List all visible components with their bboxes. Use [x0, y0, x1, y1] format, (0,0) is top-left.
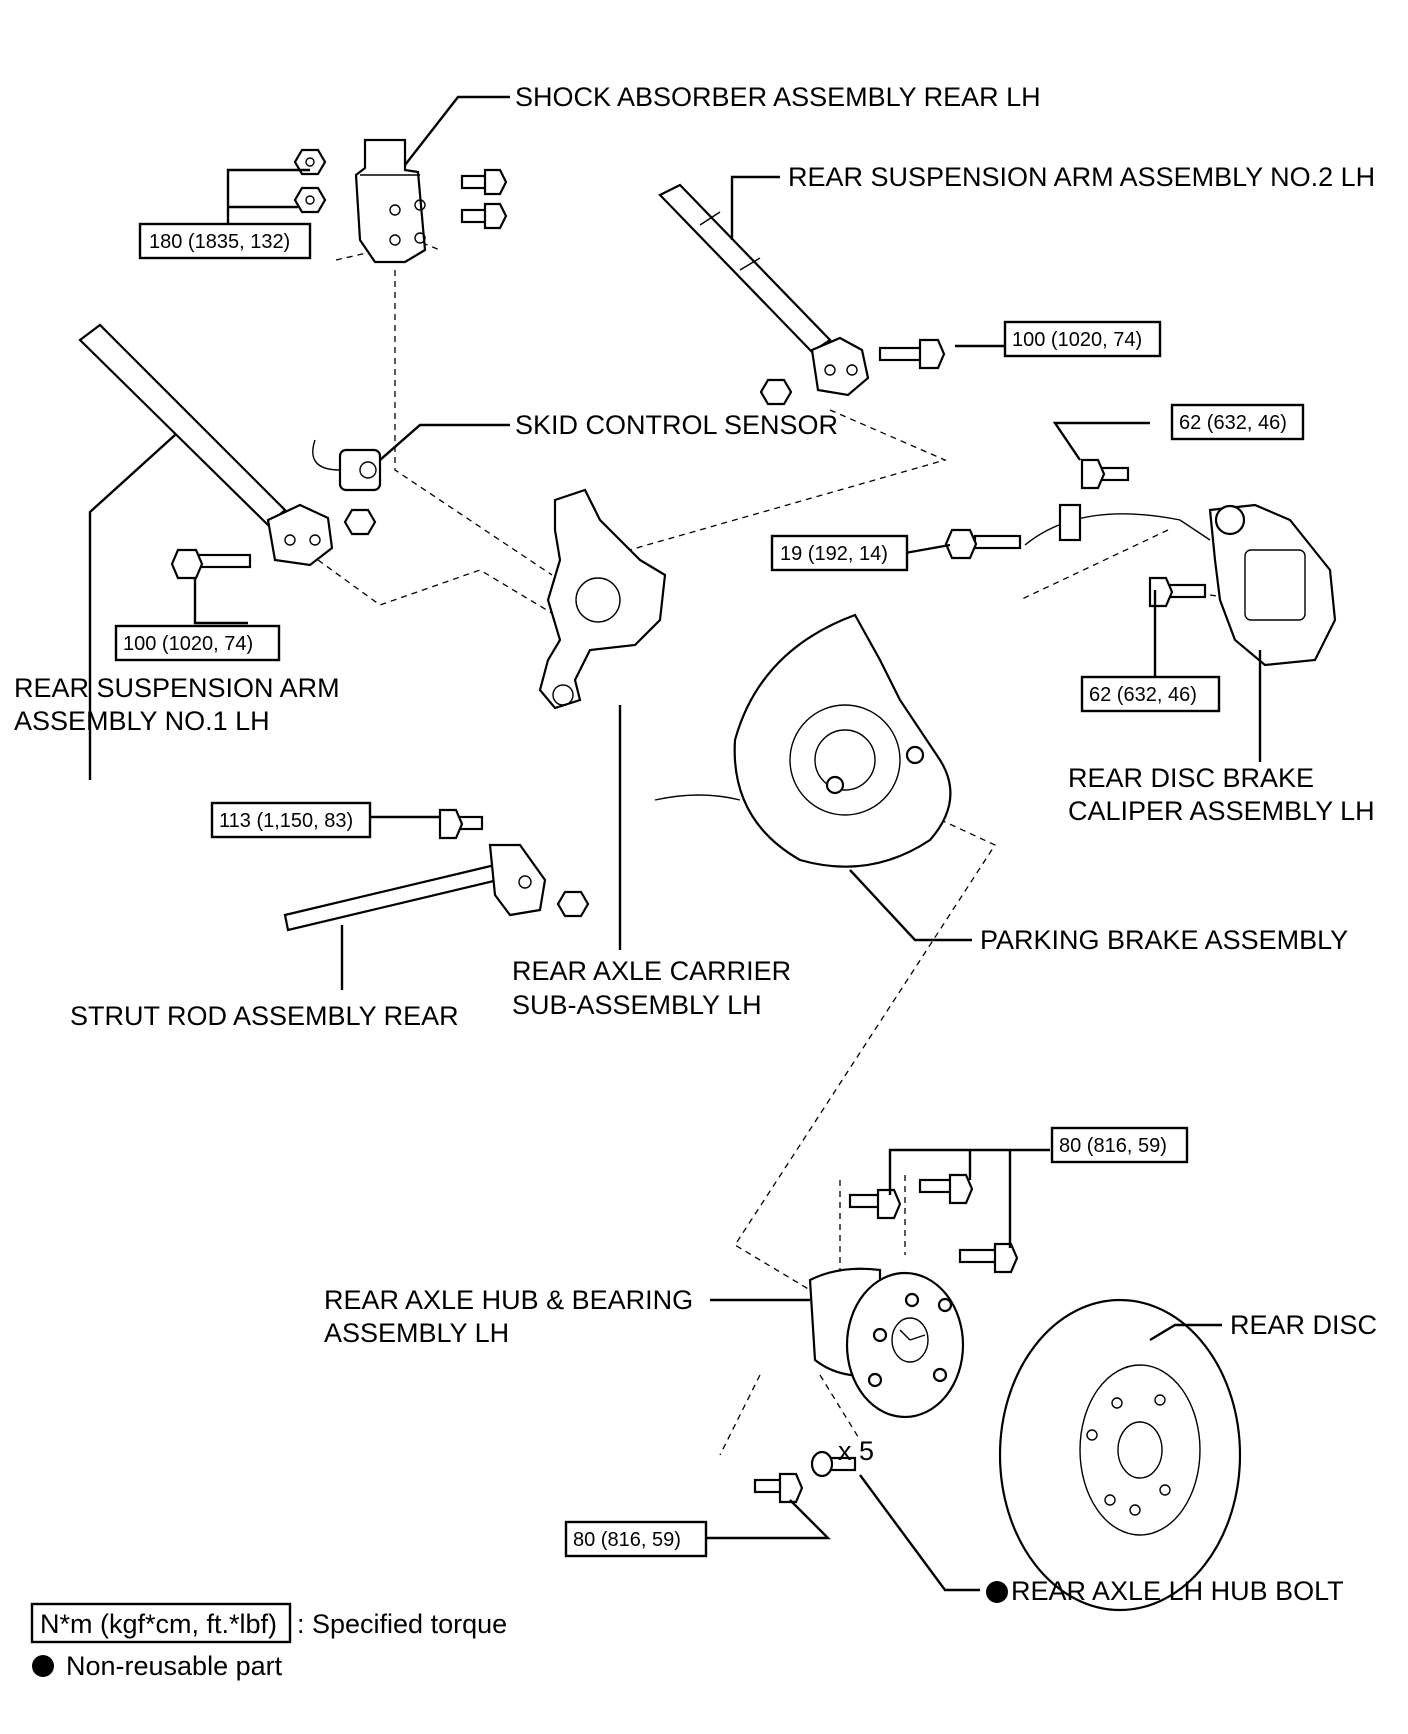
skid-control-sensor — [312, 439, 382, 492]
label-hub-bearing-line2: ASSEMBLY LH — [324, 1318, 509, 1348]
arm-no1-nut-icon — [343, 508, 377, 536]
label-rear-disc: REAR DISC — [1230, 1310, 1377, 1340]
assembly-guide-lines — [317, 241, 1246, 1456]
torque-spec-caliper-top: 62 (632, 46) — [1170, 403, 1305, 441]
label-strut-rod: STRUT ROD ASSEMBLY REAR — [70, 1001, 459, 1031]
rear-disc — [998, 1298, 1242, 1612]
legend-torque-desc: : Specified torque — [297, 1609, 507, 1639]
svg-text:80 (816, 59): 80 (816, 59) — [1059, 1135, 1167, 1157]
label-axle-carrier-line1: REAR AXLE CARRIER — [512, 956, 791, 986]
shock-bolt-upper-icon — [460, 168, 508, 196]
sensor-clamp-bolt-icon — [944, 528, 1022, 560]
label-shock-absorber: SHOCK ABSORBER ASSEMBLY REAR LH — [515, 82, 1041, 112]
legend-non-reusable-text: Non-reusable part — [66, 1651, 283, 1681]
label-caliper-line2: CALIPER ASSEMBLY LH — [1068, 796, 1375, 826]
svg-text:62 (632, 46): 62 (632, 46) — [1089, 684, 1197, 706]
label-suspension-arm-no1-line1: REAR SUSPENSION ARM — [14, 673, 340, 703]
legend-torque-units: N*m (kgf*cm, ft.*lbf) — [40, 1609, 277, 1639]
shock-nut-upper-icon — [293, 148, 327, 176]
torque-spec-hub-top: 80 (816, 59) — [1050, 1126, 1189, 1164]
svg-text:80 (816, 59): 80 (816, 59) — [573, 1529, 681, 1551]
torque-spec-hub-bottom: 80 (816, 59) — [564, 1520, 708, 1558]
svg-text:113 (1,150, 83): 113 (1,150, 83) — [219, 810, 353, 832]
torque-spec-arm-no1: 100 (1020, 74) — [114, 624, 281, 662]
hub-bolt-2-icon — [918, 1173, 974, 1205]
hub-bolt-3-icon — [958, 1242, 1019, 1274]
label-quantity: x 5 — [838, 1436, 874, 1466]
legend: N*m (kgf*cm, ft.*lbf) : Specified torque… — [30, 1602, 507, 1681]
shock-nut-lower-icon — [293, 186, 327, 214]
caliper-hose — [1024, 503, 1211, 546]
strut-rod-bolt-icon — [438, 808, 484, 840]
torque-spec-strut-rod: 113 (1,150, 83) — [210, 801, 372, 839]
svg-text:62 (632, 46): 62 (632, 46) — [1179, 412, 1287, 434]
non-reusable-dot-icon — [986, 1581, 1008, 1603]
label-parking-brake: PARKING BRAKE ASSEMBLY — [980, 925, 1348, 955]
svg-text:100 (1020, 74): 100 (1020, 74) — [1012, 329, 1142, 351]
torque-spec-sensor-bolt: 19 (192, 14) — [770, 534, 909, 572]
label-suspension-arm-no2: REAR SUSPENSION ARM ASSEMBLY NO.2 LH — [788, 162, 1375, 192]
label-axle-carrier-line2: SUB-ASSEMBLY LH — [512, 990, 762, 1020]
arm-no1-bolt-icon — [170, 548, 252, 580]
rear-axle-carrier — [538, 488, 667, 710]
strut-rod — [283, 843, 547, 932]
hub-bolt-stud-icon — [810, 1450, 857, 1478]
svg-text:19 (192, 14): 19 (192, 14) — [780, 543, 888, 565]
svg-text:100 (1020, 74): 100 (1020, 74) — [123, 633, 253, 655]
label-caliper-line1: REAR DISC BRAKE — [1068, 763, 1314, 793]
hub-bolt-1-icon — [848, 1188, 902, 1220]
arm-no2-nut-icon — [759, 378, 793, 406]
label-hub-bolt: REAR AXLE LH HUB BOLT — [1011, 1576, 1344, 1606]
caliper-top-bolt-icon — [1080, 458, 1130, 490]
disc-brake-caliper — [1208, 503, 1337, 667]
label-hub-bearing-line1: REAR AXLE HUB & BEARING — [324, 1285, 693, 1315]
torque-spec-caliper-bottom: 62 (632, 46) — [1080, 675, 1221, 713]
shock-bolt-lower-icon — [460, 202, 508, 230]
label-skid-control-sensor: SKID CONTROL SENSOR — [515, 410, 838, 440]
suspension-arm-no2 — [658, 183, 870, 397]
label-suspension-arm-no1-line2: ASSEMBLY NO.1 LH — [14, 706, 270, 736]
svg-text:180 (1835, 132): 180 (1835, 132) — [149, 231, 290, 253]
arm-no2-bolt-icon — [878, 338, 946, 370]
torque-spec-shock: 180 (1835, 132) — [138, 222, 312, 260]
suspension-arm-no1 — [78, 323, 334, 567]
parking-brake-assembly — [654, 613, 952, 868]
shock-absorber — [354, 138, 427, 264]
hub-bearing-assembly — [808, 1267, 965, 1419]
torque-spec-arm-no2: 100 (1020, 74) — [1003, 320, 1162, 358]
caliper-bottom-bolt-icon — [1148, 576, 1207, 608]
hub-bottom-bolt-icon — [753, 1472, 804, 1504]
legend-non-reusable-icon — [32, 1655, 54, 1677]
legend-torque-box — [30, 1602, 292, 1644]
strut-rod-nut-icon — [556, 890, 590, 918]
